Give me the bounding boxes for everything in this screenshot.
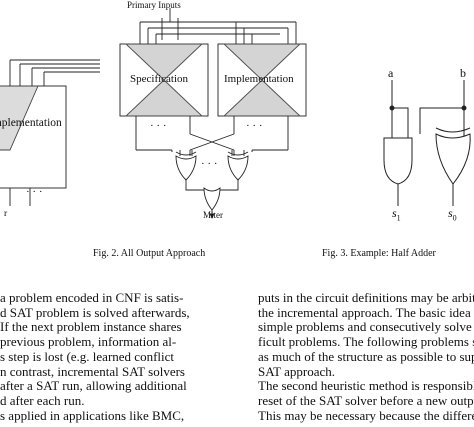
miter-label: Miter [203,210,223,220]
input-main [391,108,465,138]
left-partial-figure [0,59,100,206]
left-output-wires [9,188,31,206]
fig2-dots-right: · · · [246,120,263,132]
right-line: the incremental approach. The basic idea… [258,304,474,320]
output-s0-label: s0 [448,206,457,223]
fig3-caption: Fig. 3. Example: Half Adder [322,248,436,259]
xor-gate-right-bar [227,151,249,156]
outputs [397,184,454,206]
fig2-dots-xor: · · · [201,158,218,170]
fig3-half-adder [383,80,471,206]
left-impl-label: nplementation [0,117,62,129]
right-line: ficult problems. The following problems … [258,334,474,350]
left-line: s applied in applications like BMC, [0,407,185,423]
primary-inputs-label: Primary Inputs [127,0,181,10]
left-line: a problem encoded in CNF is satis- [0,291,184,305]
impl-cross [223,43,301,117]
input-stems [391,80,465,108]
fig2-all-output-approach [119,8,307,219]
right-line: as much of the structure as possible to … [258,348,474,364]
or-gate-miter [203,187,221,211]
left-line: s step is lost (e.g. learned conflict [0,348,175,364]
xor-gate [435,133,471,185]
left-line: n contrast, incremental SAT solvers [0,363,185,379]
output-s1-label: s1 [392,206,401,223]
fig2-dots-left: · · · [150,120,167,132]
fig2-crossed-wires [189,133,235,151]
fig2-output-wires [135,116,289,150]
specification-label: Specification [130,73,189,85]
left-impl-shading [0,85,39,151]
xor-outputs [185,180,239,191]
right-line: simple problems and consecutively solve … [258,319,474,335]
left-text-column: a problem encoded in CNF is satis- d SAT… [0,291,236,423]
right-text-column: puts in the circuit definitions may be a… [258,291,474,423]
right-line: reset of the SAT solver before a new out… [258,392,474,408]
primary-input-bus [140,21,296,35]
xor-gate-bar [435,127,471,133]
primary-input-drops-right [287,22,297,44]
right-line: puts in the circuit definitions may be a… [258,291,474,305]
left-line: d after each run. [0,392,85,408]
xor-gate-right [227,155,249,181]
xor-inputs [179,150,245,156]
and-gate [383,137,413,185]
input-a-label: a [388,66,394,80]
right-line: This may be necessary because the differ… [258,407,474,423]
fig2-to-xors [136,149,288,156]
primary-input-stem [161,8,179,40]
cross-wires [392,107,464,124]
left-line: previous problem, information al- [0,334,177,350]
fig2-caption: Fig. 2. All Output Approach [93,248,206,259]
left-input-wires [9,60,45,86]
spec-cross [125,43,203,117]
left-line: d SAT problem is solved afterwards, [0,304,190,320]
input-b-label: b [460,66,466,80]
right-line: SAT approach. [258,363,336,379]
primary-input-drops [139,22,253,44]
right-line: The second heuristic method is responsib… [258,378,474,394]
implementation-label: Implementation [224,73,294,85]
xor-gate-left-bar [175,151,197,156]
left-line: after a SAT run, allowing additional [0,378,187,394]
left-line: If the next problem instance shares [0,319,182,335]
left-output-label: r [4,209,8,219]
left-input-bus [10,59,100,73]
left-dots: · · · [26,186,43,198]
xor-gate-left [175,155,197,181]
